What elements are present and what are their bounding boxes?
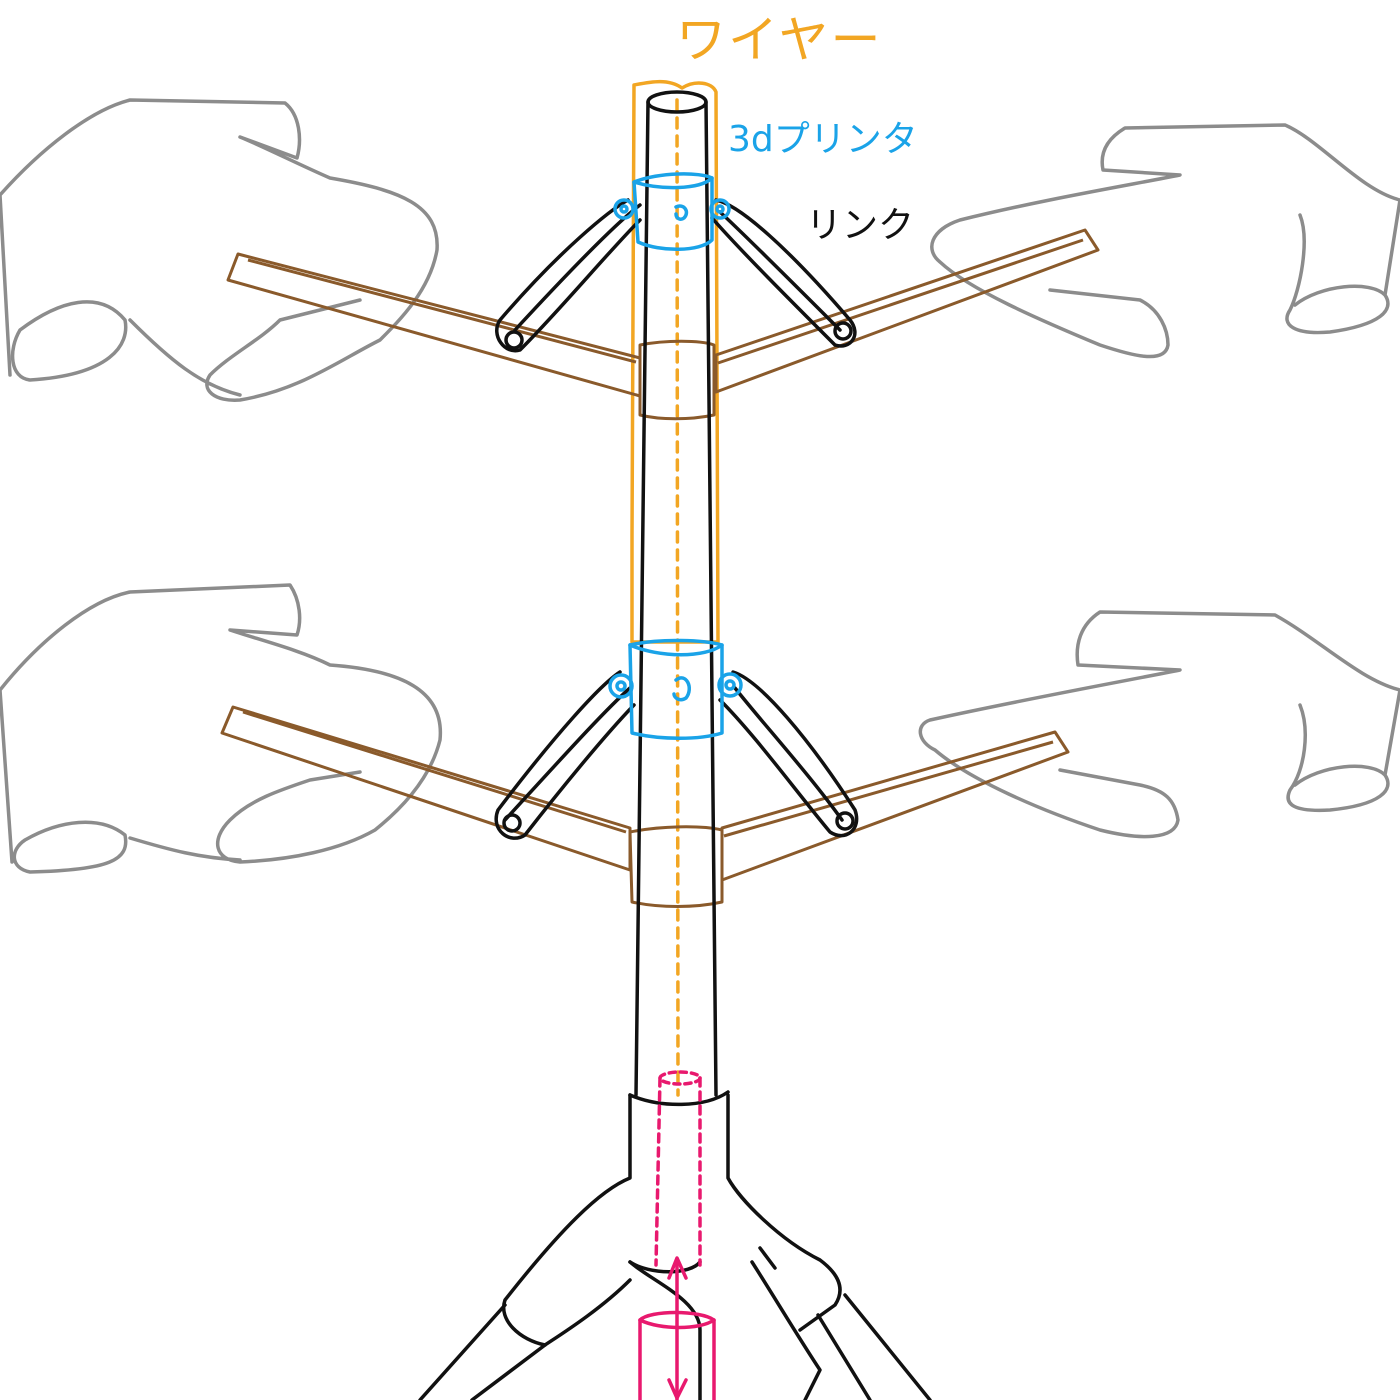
paddle-lower xyxy=(220,705,1070,908)
label-link: リンク xyxy=(806,205,915,246)
base-mechanism xyxy=(638,1070,716,1400)
hand-lower-right xyxy=(918,610,1400,839)
hand-upper-left xyxy=(0,98,439,402)
hand-lower-left xyxy=(0,583,443,874)
base-joint xyxy=(418,1090,932,1400)
central-pole xyxy=(634,90,718,1097)
wire-outline-icon xyxy=(630,79,721,1097)
label-wire: ワイヤー xyxy=(676,11,883,69)
double-arrow-icon xyxy=(667,1256,688,1400)
hand-upper-right xyxy=(930,123,1400,359)
hand-icon xyxy=(0,98,1400,874)
label-3d-printer: 3dプリンタ xyxy=(728,119,918,160)
link-arm-icon xyxy=(494,198,859,840)
paddle-upper xyxy=(226,228,1100,421)
3d-printed-collar-icon xyxy=(608,172,743,740)
